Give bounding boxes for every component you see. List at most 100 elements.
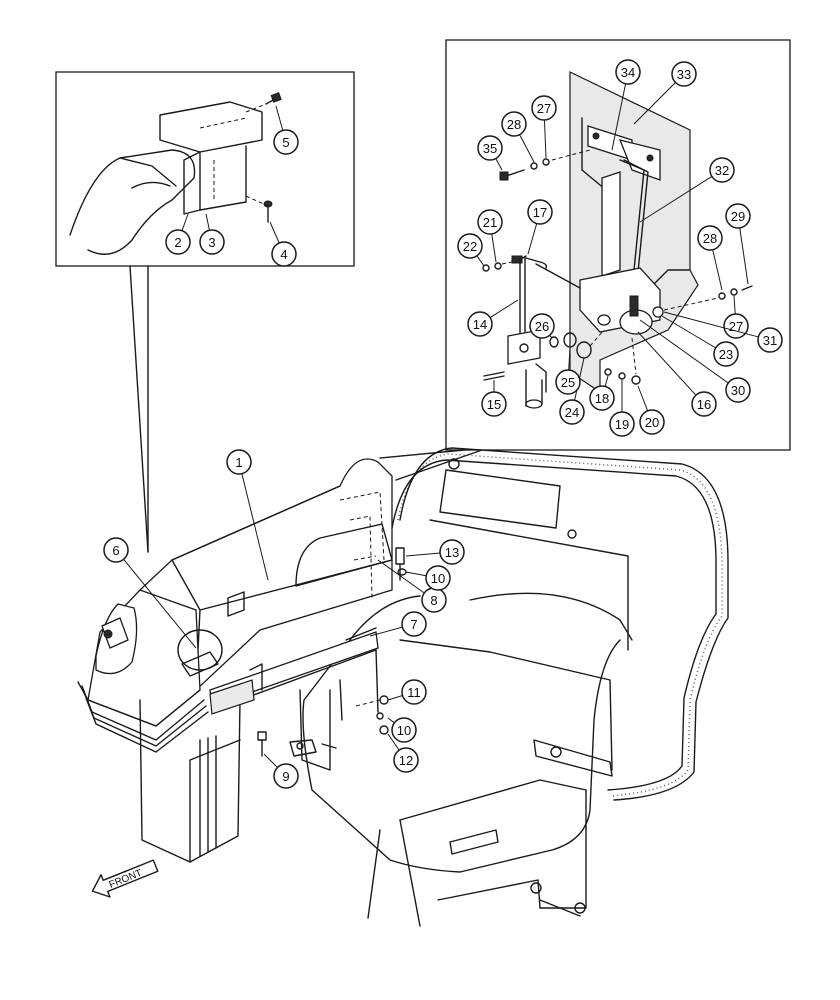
callout-leader — [637, 331, 697, 396]
callout-leader — [661, 315, 716, 349]
callout-leader — [739, 227, 749, 285]
callout-circle — [391, 717, 417, 743]
callout-circle — [691, 391, 717, 417]
callout-circle — [639, 409, 665, 435]
callout-number: 1 — [235, 455, 242, 470]
callout-circle — [501, 111, 527, 137]
callout-circle — [481, 391, 507, 417]
callout-leader — [491, 233, 497, 263]
callout-number: 26 — [535, 319, 549, 334]
callout-circle — [477, 209, 503, 235]
callout-leader — [369, 626, 403, 637]
callout-circle — [697, 225, 723, 251]
callout-number: 27 — [537, 101, 551, 116]
floor-trim — [397, 453, 723, 797]
callout-leader — [181, 213, 189, 231]
callout-circle — [273, 763, 299, 789]
callout-leader — [476, 255, 485, 267]
callout-circle — [589, 385, 615, 411]
callout-circle — [425, 565, 451, 591]
callout-number: 13 — [445, 545, 459, 560]
callout-circle — [165, 229, 191, 255]
callout-leader — [269, 221, 280, 244]
callout-number: 5 — [282, 135, 289, 150]
callout-leader — [611, 83, 627, 151]
callout-number: 16 — [697, 397, 711, 412]
callout-number: 14 — [473, 317, 487, 332]
callout-leader — [637, 385, 649, 411]
callout-leader — [387, 733, 400, 751]
callout-leader — [205, 213, 210, 231]
callout-circle — [103, 537, 129, 563]
callout-number: 34 — [621, 65, 635, 80]
floor-strip — [439, 469, 561, 529]
callout-circle — [457, 233, 483, 259]
callout-leader — [123, 558, 197, 649]
inset-right-detail — [379, 39, 791, 481]
callout-number: 35 — [483, 141, 497, 156]
callout-circle — [527, 199, 553, 225]
callout-number: 24 — [565, 405, 579, 420]
callout-number: 20 — [645, 415, 659, 430]
callout-leader — [663, 311, 759, 338]
callout-leader — [733, 295, 736, 315]
callout-circle — [723, 313, 749, 339]
callout-leader — [519, 134, 535, 163]
clevis-block — [507, 329, 541, 365]
callout-number: 28 — [703, 231, 717, 246]
callout-circle — [467, 311, 493, 337]
callout-leader — [633, 82, 676, 125]
callout-number: 15 — [487, 397, 501, 412]
callout-number: 11 — [407, 685, 421, 700]
callout-circle — [709, 157, 735, 183]
callout-circle — [555, 369, 581, 395]
callout-number: 12 — [399, 753, 413, 768]
callout-number: 8 — [430, 593, 437, 608]
callout-number: 9 — [282, 769, 289, 784]
callout-number: 18 — [595, 391, 609, 406]
callout-circle — [401, 611, 427, 637]
callout-number: 21 — [483, 215, 497, 230]
callout-number: 6 — [112, 543, 119, 558]
callout-number: 7 — [410, 617, 417, 632]
callout-leader — [604, 375, 609, 387]
callout-leader — [527, 223, 538, 255]
callout-leader — [387, 717, 395, 724]
callout-leader — [405, 552, 441, 557]
callout-circle — [393, 747, 419, 773]
callout-circle — [757, 327, 783, 353]
callout-number: 28 — [507, 117, 521, 132]
callout-number: 17 — [533, 205, 547, 220]
callout-circle — [439, 539, 465, 565]
inset-left-detail — [55, 71, 355, 553]
inset-right-pointer-2 — [395, 449, 483, 481]
callout-circle — [271, 241, 297, 267]
callout-circle — [725, 377, 751, 403]
callout-circle — [273, 129, 299, 155]
callout-number: 10 — [397, 723, 411, 738]
callout-leader — [568, 347, 571, 371]
callout-circle — [226, 449, 252, 475]
callout-circle — [609, 411, 635, 437]
callout-number: 30 — [731, 383, 745, 398]
inset-right-pointer — [379, 449, 465, 459]
callout-circle — [531, 95, 557, 121]
callout-leader — [543, 119, 547, 159]
callout-leader — [495, 158, 503, 171]
callout-number: 25 — [561, 375, 575, 390]
front-arrow: FRONT — [91, 859, 159, 898]
callout-number: 19 — [615, 417, 629, 432]
callout-leader — [639, 176, 713, 223]
callout-circle — [615, 59, 641, 85]
callout-circle — [671, 61, 697, 87]
callout-number: 29 — [731, 209, 745, 224]
callout-circle — [477, 135, 503, 161]
inset-left-pointer-2 — [129, 265, 149, 553]
callout-leader — [639, 319, 729, 384]
callout-number: 2 — [174, 235, 181, 250]
callout-circle — [559, 399, 585, 425]
callout-number: 22 — [463, 239, 477, 254]
callout-circle — [713, 341, 739, 367]
